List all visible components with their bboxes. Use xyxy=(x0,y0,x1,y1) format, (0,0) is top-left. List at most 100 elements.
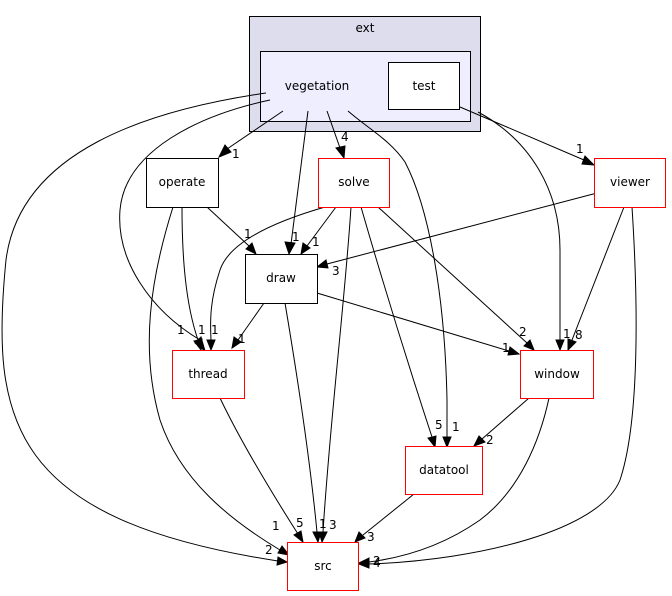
edge-vegetation-operate-arrow xyxy=(217,144,232,158)
edge-operate-draw xyxy=(206,206,250,247)
edge-vegetation-window xyxy=(477,111,561,340)
edge-solve-window xyxy=(377,206,528,344)
cluster-ext-label: ext xyxy=(356,21,375,35)
node-vegetation-label: vegetation xyxy=(285,79,350,93)
edge-viewer-draw-arrow xyxy=(315,259,329,269)
edge-label-operate-thread: 1 xyxy=(198,323,206,337)
edge-label-solve-datatool: 5 xyxy=(435,418,443,432)
node-draw[interactable]: draw xyxy=(245,254,318,304)
edge-operate-thread-arrow xyxy=(193,338,203,352)
node-thread-box[interactable] xyxy=(172,350,245,399)
edge-vegetation-src-arrow xyxy=(276,556,289,566)
node-draw-label: draw xyxy=(266,271,296,285)
node-viewer-label: viewer xyxy=(610,175,650,189)
edge-solve-draw-arrow xyxy=(300,242,311,256)
edge-label-vegetation-thread: 1 xyxy=(177,323,185,337)
edge-window-datatool-arrow xyxy=(472,435,486,447)
edge-labels: 1 4 1 1 1 2 1 1 1 1 1 1 1 3 2 5 3 8 4 1 … xyxy=(177,130,584,570)
edge-solve-thread xyxy=(210,206,326,341)
node-src[interactable]: src xyxy=(287,542,359,591)
edge-label-vegetation-operate: 1 xyxy=(232,147,240,161)
node-operate[interactable]: operate xyxy=(146,158,219,208)
edge-label-vegetation-solve: 4 xyxy=(341,130,349,144)
node-solve[interactable]: solve xyxy=(318,158,390,208)
node-test[interactable]: test xyxy=(388,62,460,110)
edge-thread-src xyxy=(219,397,299,535)
edge-viewer-src xyxy=(368,206,637,565)
edge-solve-src-arrow xyxy=(318,531,328,544)
edge-vegetation-viewer xyxy=(459,106,585,161)
edge-operate-src xyxy=(148,206,281,551)
edge-window-datatool xyxy=(481,397,530,440)
edge-viewer-window-arrow xyxy=(567,338,577,352)
edge-vegetation-viewer-arrow xyxy=(581,155,596,166)
node-solve-label: solve xyxy=(338,175,369,189)
edge-label-solve-draw: 1 xyxy=(312,235,320,249)
edge-vegetation-draw xyxy=(290,110,309,245)
edge-draw-thread xyxy=(237,302,265,341)
edge-label-draw-thread: 1 xyxy=(238,332,246,346)
node-draw-box[interactable] xyxy=(245,254,318,304)
edge-label-solve-window: 2 xyxy=(519,325,527,339)
edge-label-operate-draw: 1 xyxy=(244,227,252,241)
edge-label-solve-thread: 1 xyxy=(211,323,219,337)
edge-solve-thread-arrow xyxy=(206,339,216,352)
node-src-box[interactable] xyxy=(287,542,359,591)
node-window[interactable]: window xyxy=(520,350,594,399)
edge-vegetation-operate xyxy=(226,110,284,150)
node-src-label: src xyxy=(314,559,332,573)
edge-window-src xyxy=(368,397,550,563)
edge-vegetation-thread xyxy=(119,99,271,341)
edge-draw-src xyxy=(284,302,318,533)
edge-solve-draw xyxy=(306,206,337,247)
edges xyxy=(1,92,637,569)
edge-vegetation-src xyxy=(1,92,279,562)
node-test-label: test xyxy=(412,79,435,93)
node-operate-box[interactable] xyxy=(146,158,219,208)
edge-viewer-draw xyxy=(326,192,598,265)
edge-label-viewer-window: 8 xyxy=(575,328,583,342)
edge-label-solve-src: 3 xyxy=(329,518,337,532)
edge-label-draw-src: 1 xyxy=(319,517,327,531)
edge-vegetation-solve xyxy=(326,110,341,149)
node-datatool[interactable]: datatool xyxy=(405,446,483,495)
edge-label-window-datatool: 2 xyxy=(486,433,494,447)
node-datatool-box[interactable] xyxy=(405,446,483,495)
node-window-box[interactable] xyxy=(520,350,594,399)
node-test-box[interactable] xyxy=(388,62,460,110)
edge-label-draw-window: 1 xyxy=(502,341,510,355)
node-window-label: window xyxy=(534,367,580,381)
edge-label-vegetation-src: 2 xyxy=(265,543,273,557)
edge-draw-src-arrow xyxy=(312,531,322,544)
edge-draw-thread-arrow xyxy=(231,336,242,350)
edge-vegetation-datatool xyxy=(347,110,448,437)
edge-solve-window-arrow xyxy=(523,339,535,351)
edge-vegetation-datatool-arrow xyxy=(442,436,452,449)
edge-label-datatool-src: 3 xyxy=(367,530,375,544)
edge-label-window-src: 2 xyxy=(373,554,381,568)
edge-operate-src-arrow xyxy=(277,545,291,556)
node-solve-box[interactable] xyxy=(318,158,390,208)
edge-draw-window-arrow xyxy=(507,346,521,356)
edge-vegetation-draw-arrow xyxy=(284,241,296,256)
edge-window-src-arrow xyxy=(357,557,370,567)
edge-label-viewer-src: 4 xyxy=(373,556,381,570)
edge-thread-src-arrow xyxy=(293,530,304,544)
node-thread[interactable]: thread xyxy=(172,350,245,399)
edge-solve-datatool-arrow xyxy=(427,435,437,449)
edge-label-vegetation-draw: 1 xyxy=(292,230,300,244)
edge-label-thread-src: 5 xyxy=(296,516,304,530)
edge-operate-thread xyxy=(181,206,199,341)
node-datatool-label: datatool xyxy=(419,463,469,477)
edge-viewer-window xyxy=(571,206,625,341)
node-viewer[interactable]: viewer xyxy=(594,158,666,208)
edge-operate-draw-arrow xyxy=(245,242,257,256)
edge-label-vegetation-window: 1 xyxy=(563,327,571,341)
node-viewer-box[interactable] xyxy=(594,158,666,208)
edge-label-vegetation-datatool: 1 xyxy=(452,420,460,434)
edge-draw-window xyxy=(316,292,510,352)
edge-vegetation-solve-arrow xyxy=(335,145,346,160)
edge-datatool-src xyxy=(362,493,415,536)
node-operate-label: operate xyxy=(159,175,206,189)
